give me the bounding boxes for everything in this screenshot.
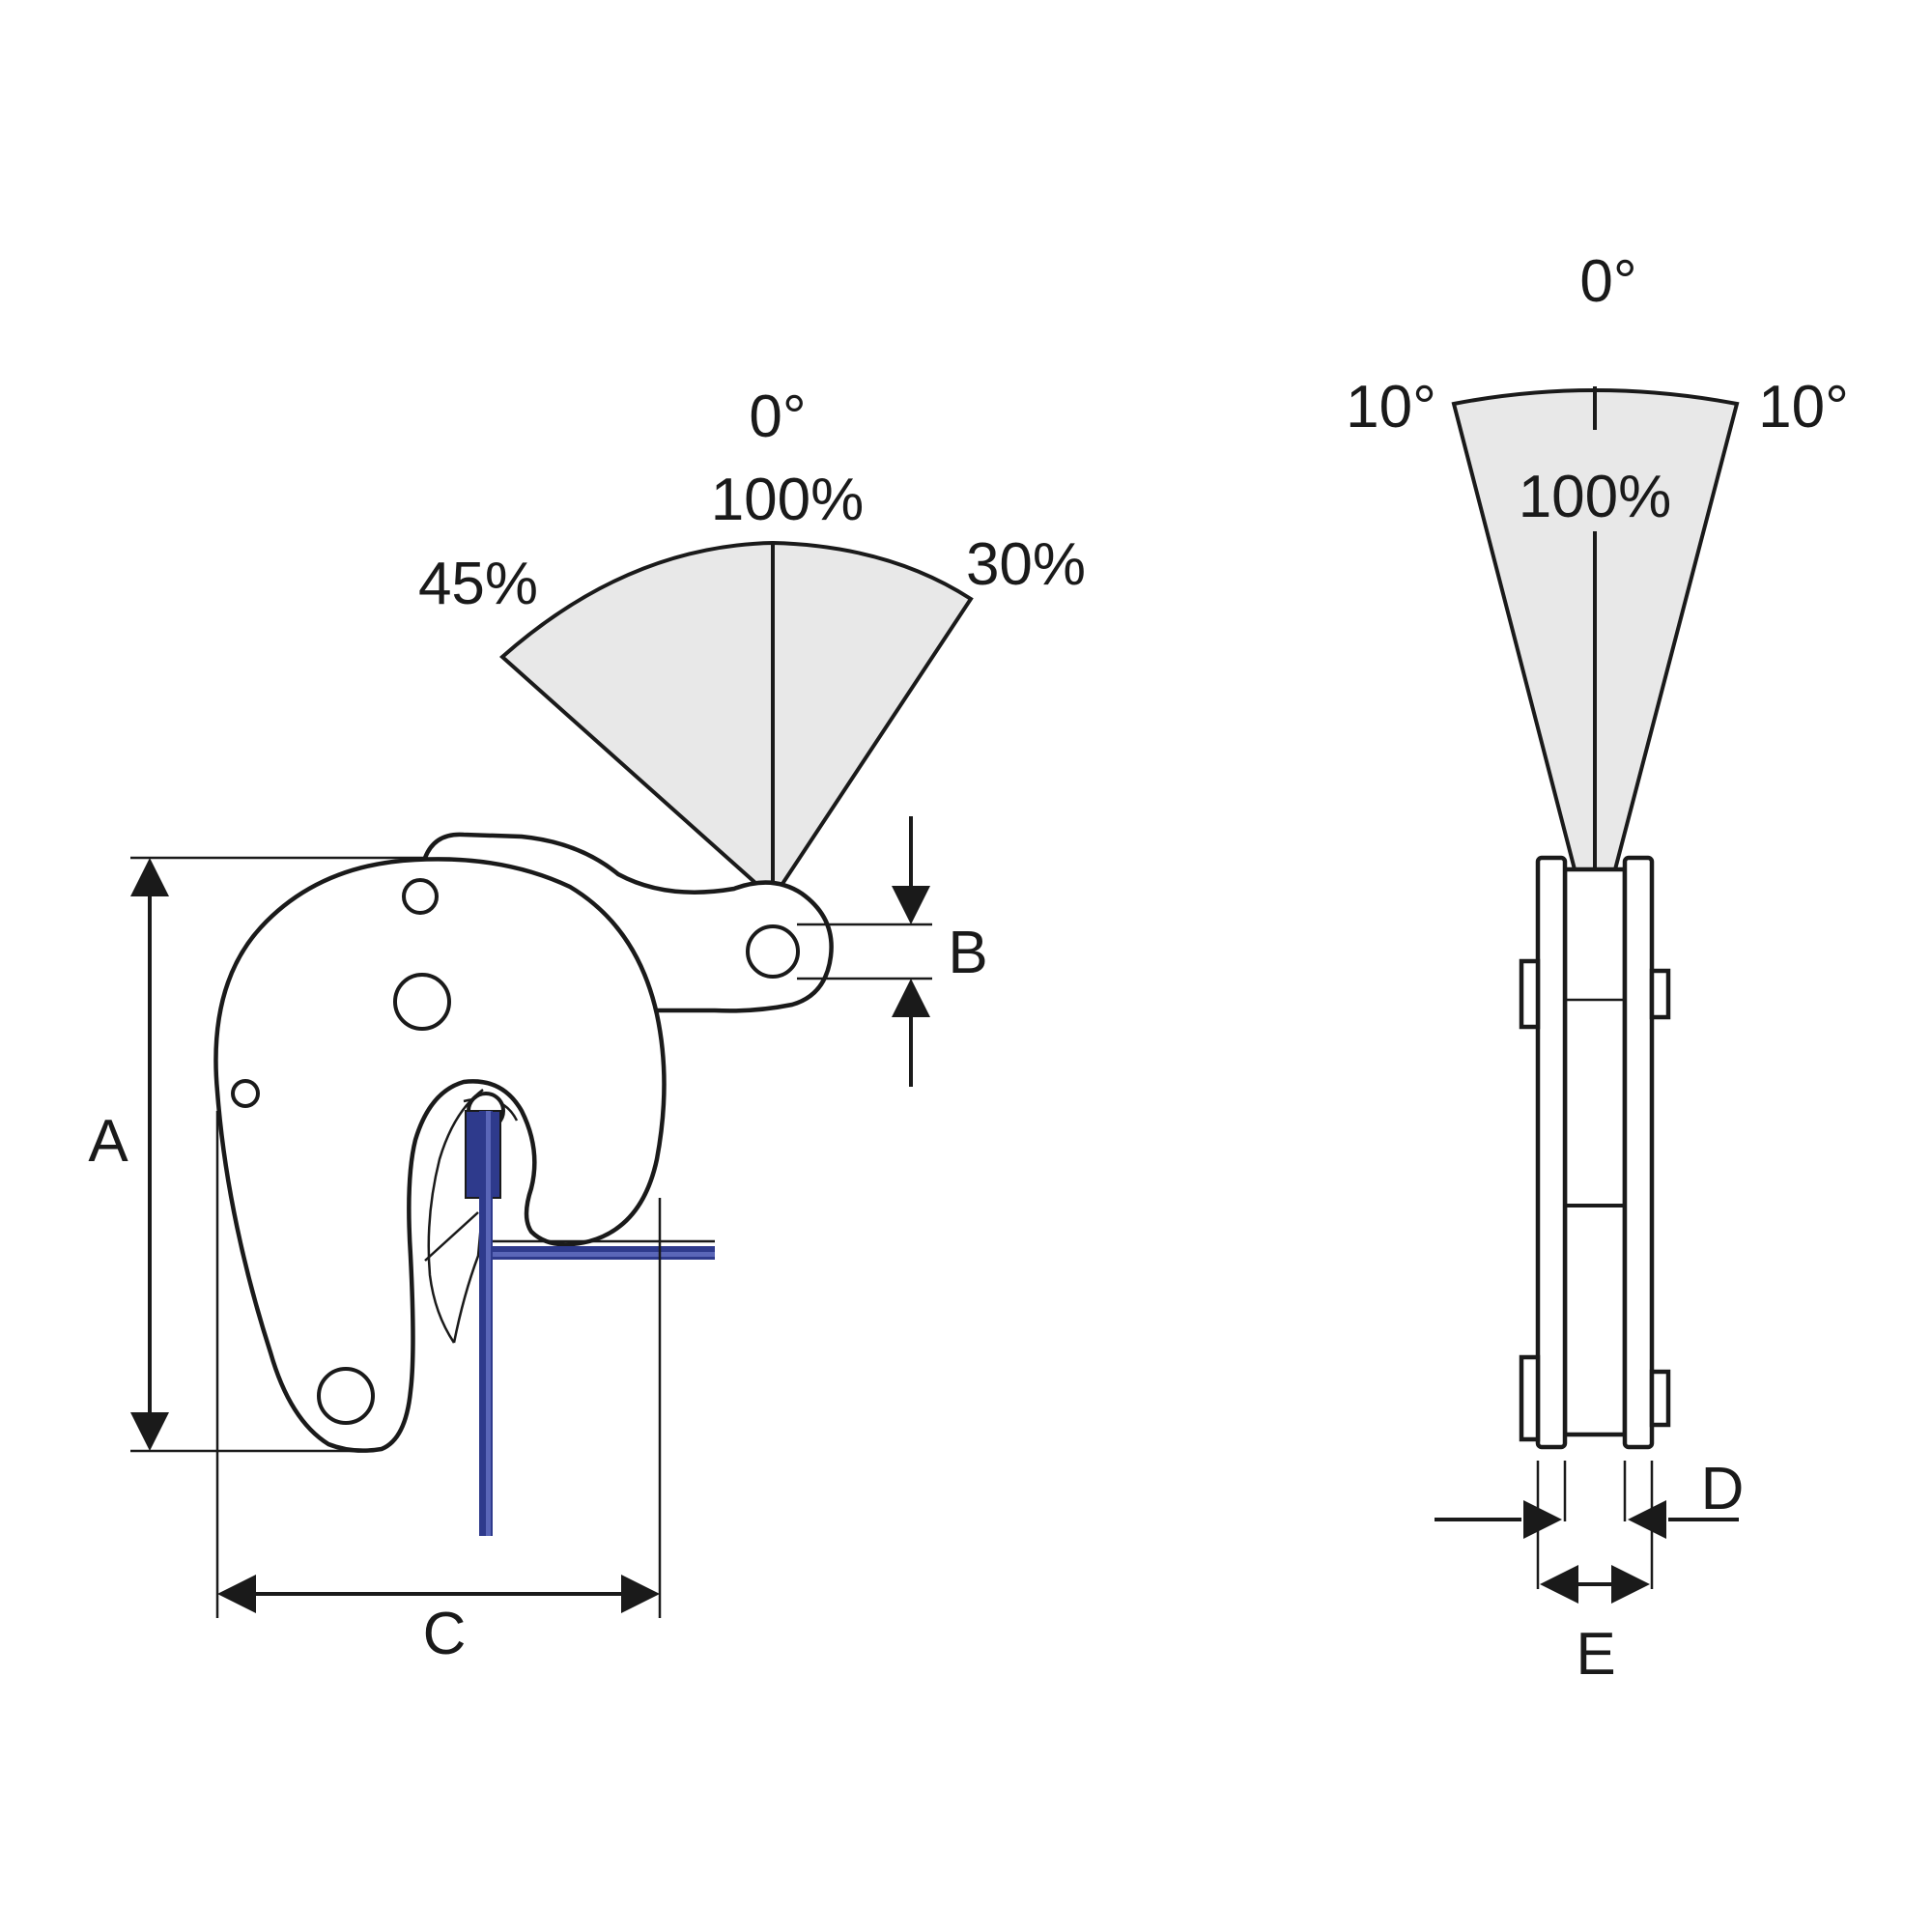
side-view: 0° 100% 45% 30% A B C [88,384,1086,1667]
dimension-e [1540,1565,1650,1604]
front-view: 0° 10° 10° 100% D E [1346,248,1849,1688]
side-angle-top-label: 0° [749,384,806,450]
plate [465,1110,715,1536]
dimension-d-label: D [1701,1456,1745,1522]
dimension-b-label: B [948,920,987,986]
body-hole-middle [393,973,451,1031]
shackle-pin-hole [746,924,800,979]
dimension-b [797,816,932,1087]
front-left-cheek [1535,855,1568,1450]
side-load-top-label: 100% [711,467,865,533]
front-angle-right-label: 10° [1758,374,1849,440]
front-load-fan [1451,386,1740,871]
side-load-left-label: 45% [418,551,538,617]
body-hole-bottom [317,1367,375,1425]
front-center-plate [1562,867,1628,1437]
bolt-top-left [1519,958,1541,1030]
bolt-bottom-right [1649,1369,1671,1428]
clamp-body [213,857,667,1453]
dimension-c [215,1111,662,1618]
bolt-bottom-left [1519,1354,1541,1442]
front-clamp-body [1519,855,1671,1450]
bolt-top-right [1649,968,1671,1020]
body-hole-small [231,1079,260,1108]
body-hole-top [402,878,439,915]
front-load-center-label: 100% [1519,464,1672,530]
side-load-fan [498,540,974,902]
front-right-cheek [1622,855,1655,1450]
side-load-right-label: 30% [966,531,1086,598]
dimension-c-label: C [423,1601,467,1667]
dimension-d [1435,1461,1739,1589]
dimension-a [130,856,425,1453]
front-angle-left-label: 10° [1346,374,1436,440]
dimension-e-label: E [1576,1621,1615,1688]
front-angle-top-label: 0° [1579,248,1636,315]
dimension-a-label: A [88,1108,128,1175]
